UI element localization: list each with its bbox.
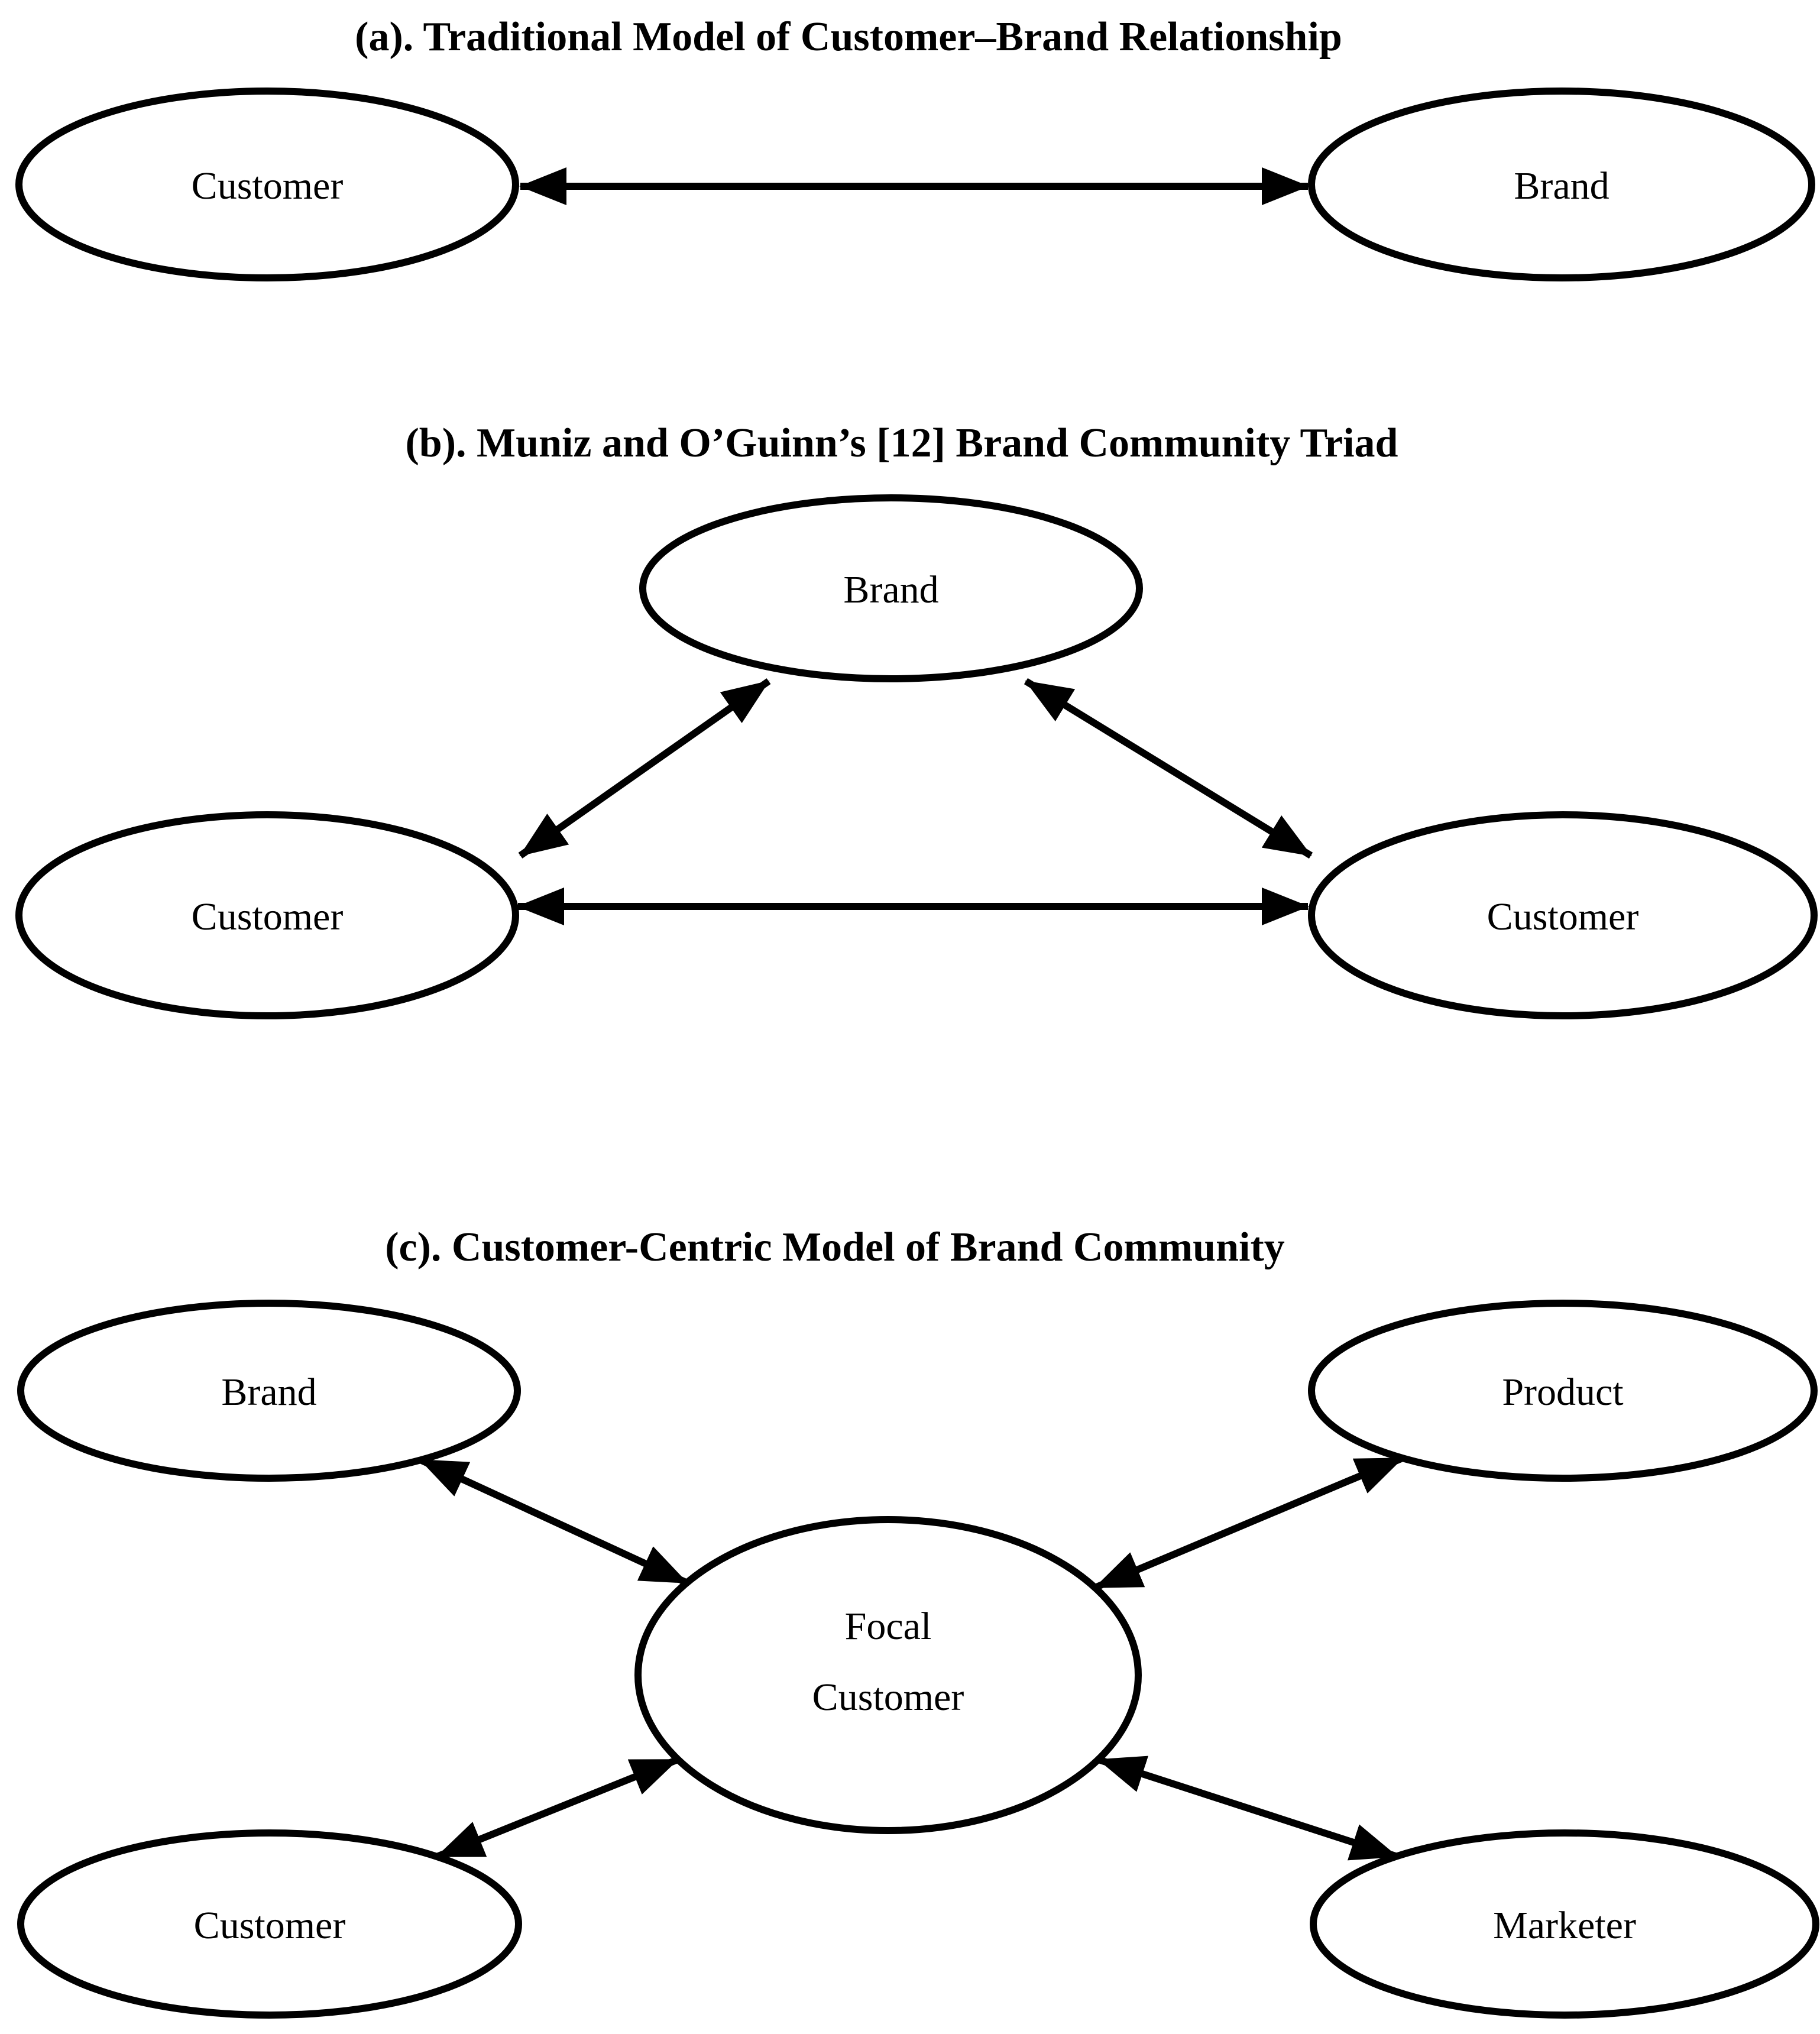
- node-c-brand-ellipse: [17, 1300, 521, 1482]
- node-b-brand-label: Brand: [843, 568, 938, 611]
- edge-c-focal-customer: [435, 1756, 679, 1860]
- node-b-customer-right-label: Customer: [1487, 895, 1639, 938]
- node-c-product: Product: [1308, 1300, 1818, 1482]
- node-a-brand-ellipse: [1308, 88, 1815, 281]
- node-c-focal-customer: Focal Customer: [634, 1516, 1142, 1834]
- node-c-product-label: Product: [1502, 1371, 1623, 1414]
- node-b-brand: Brand: [639, 494, 1143, 682]
- node-a-customer-ellipse: [15, 88, 519, 281]
- node-c-focal-customer-ellipse: [634, 1516, 1142, 1834]
- node-c-marketer-ellipse: [1310, 1829, 1819, 2019]
- node-b-customer-left: Customer: [15, 811, 519, 1019]
- node-c-customer-ellipse: [17, 1829, 522, 2019]
- node-a-brand-label: Brand: [1514, 164, 1609, 208]
- edge-c-product-focal: [1093, 1455, 1404, 1591]
- node-a-customer-label: Customer: [192, 164, 344, 208]
- edge-c-brand-focal: [419, 1456, 689, 1586]
- panel-a-traditional-model: (a). Traditional Model of Customer–Brand…: [15, 14, 1815, 281]
- node-a-customer: Customer: [15, 88, 519, 281]
- node-b-customer-left-label: Customer: [192, 895, 344, 938]
- node-a-brand: Brand: [1308, 88, 1815, 281]
- node-b-brand-ellipse: [639, 494, 1143, 682]
- edge-b-customerleft-brand: [518, 678, 771, 859]
- node-c-marketer-label: Marketer: [1493, 1904, 1636, 1947]
- panel-a-title: (a). Traditional Model of Customer–Brand…: [355, 14, 1342, 60]
- panel-b-brand-community-triad: (b). Muniz and O’Guinn’s [12] Brand Comm…: [15, 420, 1818, 1019]
- node-c-brand: Brand: [17, 1300, 521, 1482]
- node-c-focal-customer-label-line2: Customer: [812, 1676, 964, 1719]
- panel-b-title: (b). Muniz and O’Guinn’s [12] Brand Comm…: [406, 420, 1398, 466]
- node-c-marketer: Marketer: [1310, 1829, 1819, 2019]
- edge-c-focal-marketer: [1097, 1756, 1398, 1861]
- panel-c-title: (c). Customer-Centric Model of Brand Com…: [385, 1225, 1285, 1270]
- node-c-product-ellipse: [1308, 1300, 1818, 1482]
- node-c-customer: Customer: [17, 1829, 522, 2019]
- node-b-customer-left-ellipse: [15, 811, 519, 1019]
- node-c-focal-customer-label-line1: Focal: [845, 1605, 932, 1648]
- panel-c-customer-centric-model: (c). Customer-Centric Model of Brand Com…: [17, 1225, 1819, 2019]
- node-c-customer-label: Customer: [194, 1904, 346, 1947]
- node-c-brand-label: Brand: [221, 1371, 316, 1414]
- node-b-customer-right: Customer: [1308, 811, 1818, 1019]
- node-b-customer-right-ellipse: [1308, 811, 1818, 1019]
- edge-b-customerright-brand: [1024, 678, 1313, 859]
